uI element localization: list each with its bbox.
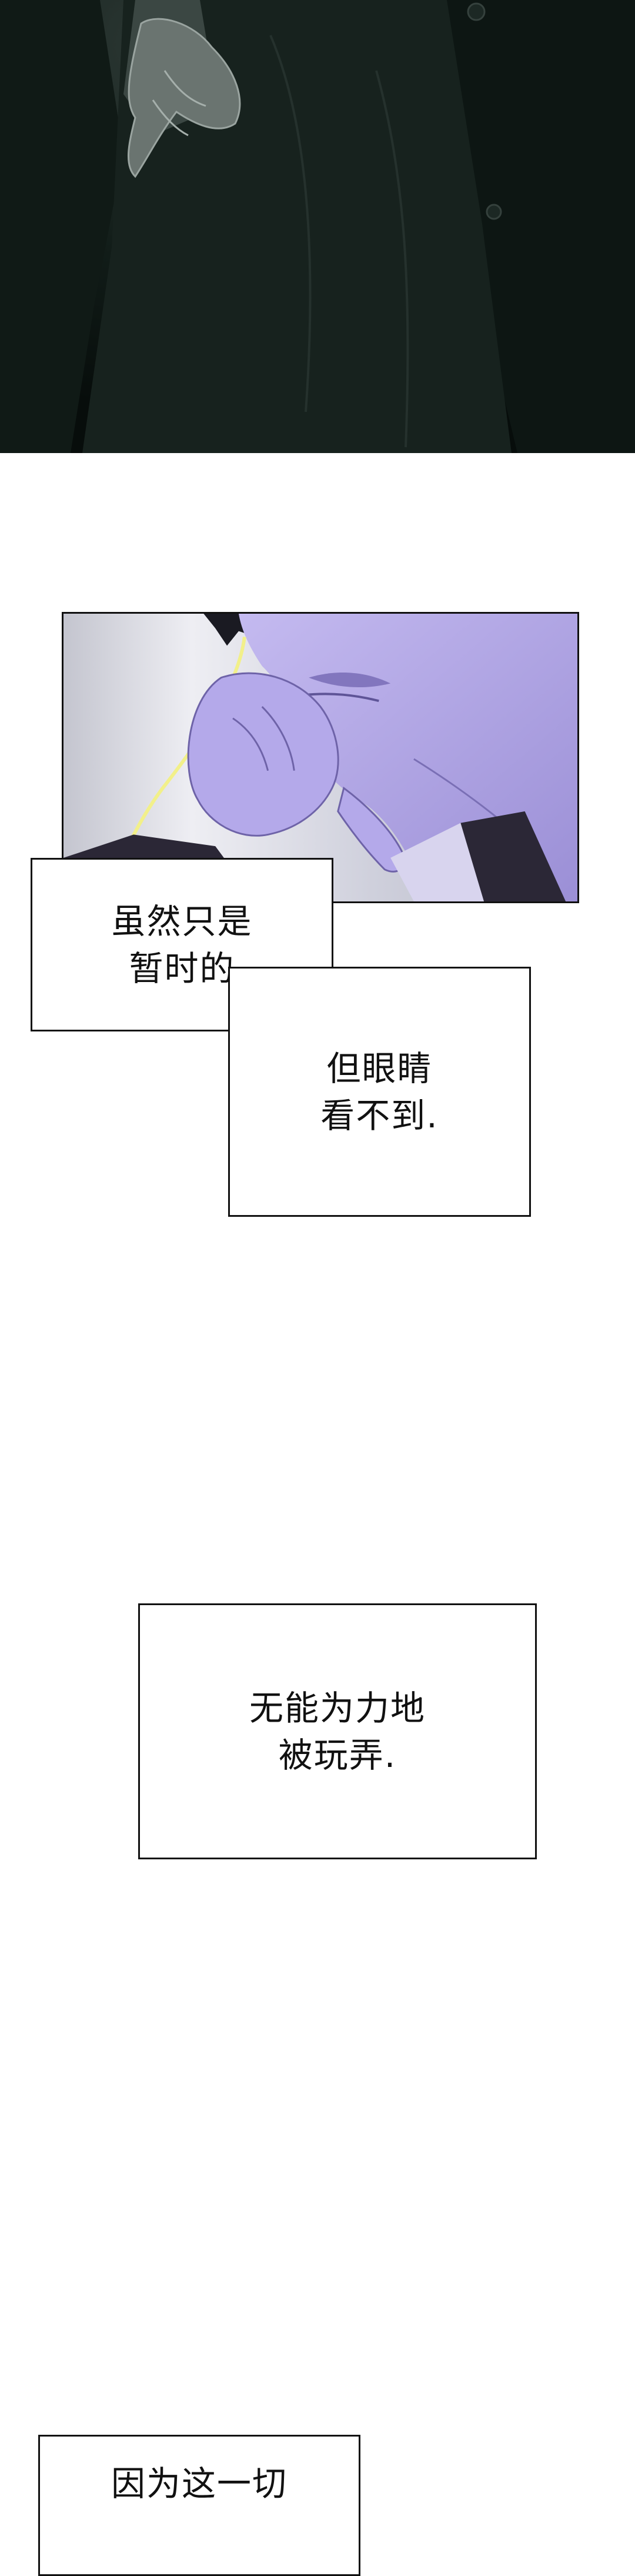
knuckle-line — [261, 706, 295, 771]
caption-text-2: 但眼睛 看不到. — [320, 1048, 439, 1136]
lips — [309, 673, 391, 688]
collar — [460, 811, 566, 901]
caption-box-2: 但眼睛 看不到. — [228, 967, 531, 1217]
coat-right — [423, 0, 635, 453]
caption-text-3: 无能为力地 被玩弄. — [249, 1688, 426, 1775]
finger-line-2 — [152, 99, 189, 137]
lip-line — [303, 693, 379, 703]
hand — [128, 18, 241, 178]
finger-line-1 — [163, 70, 206, 107]
caption-box-3: 无能为力地 被玩弄. — [138, 1603, 537, 1859]
button — [467, 2, 486, 21]
fold-line — [269, 35, 312, 412]
top-panel-illustration — [0, 0, 635, 453]
button — [486, 204, 502, 220]
caption-box-4: 因为这一切 — [38, 2435, 360, 2576]
knuckle-line — [232, 717, 269, 771]
caption-text-1: 虽然只是 暂时的 — [111, 901, 253, 989]
caption-text-4: 因为这一切 — [111, 2464, 288, 2504]
coat-left — [0, 0, 123, 453]
shirt — [390, 823, 484, 901]
fold-line — [375, 70, 409, 448]
top-dark-panel — [0, 0, 635, 453]
